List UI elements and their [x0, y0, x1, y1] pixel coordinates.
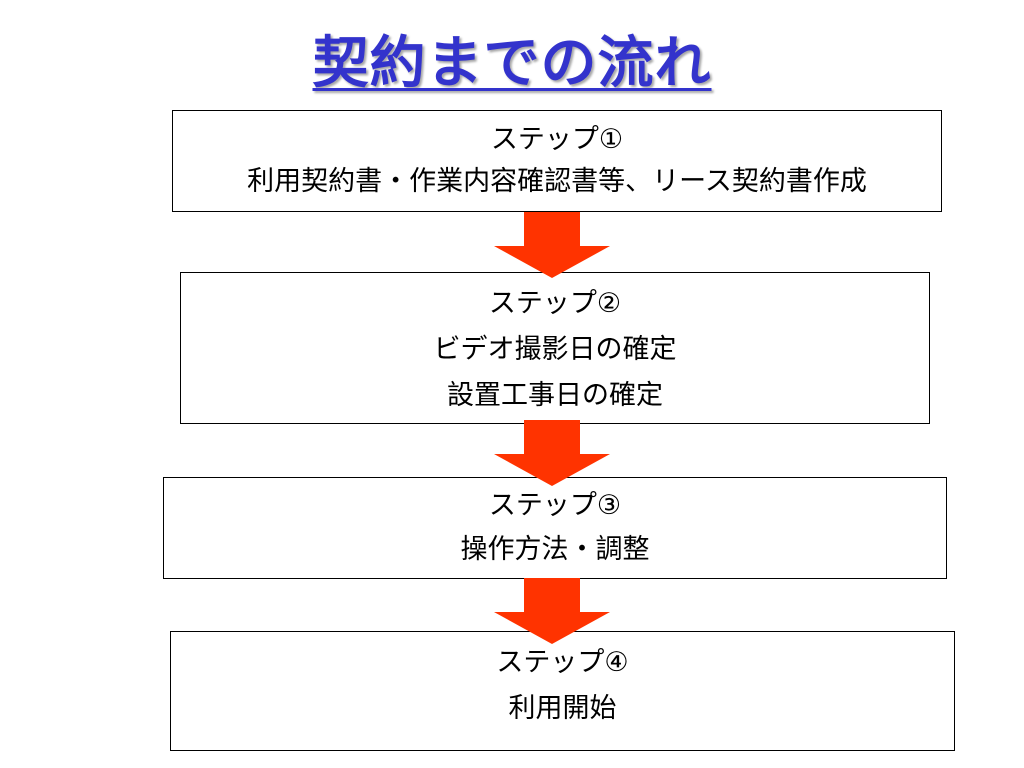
step-4-heading: ステップ④	[496, 647, 629, 678]
step-2-line-1: ビデオ撮影日の確定	[433, 334, 677, 365]
down-arrow-shape	[494, 420, 610, 486]
down-arrow-shape	[494, 212, 610, 278]
step-4-line-1: 利用開始	[508, 693, 617, 724]
down-arrow-shape	[494, 578, 610, 644]
down-arrow-icon	[494, 420, 610, 486]
step-2-heading: ステップ②	[488, 288, 622, 319]
step-2-line-2: 設置工事日の確定	[447, 380, 663, 411]
step-box-1: ステップ① 利用契約書・作業内容確認書等、リース契約書作成	[172, 110, 942, 212]
step-box-4: ステップ④ 利用開始	[170, 631, 955, 751]
step-3-heading: ステップ③	[488, 490, 622, 521]
step-3-line-1: 操作方法・調整	[460, 534, 650, 565]
down-arrow-icon	[494, 212, 610, 278]
step-1-line-1: 利用契約書・作業内容確認書等、リース契約書作成	[247, 166, 867, 197]
page-title: 契約までの流れ	[312, 31, 712, 96]
step-box-2: ステップ② ビデオ撮影日の確定 設置工事日の確定	[180, 272, 930, 424]
step-1-heading: ステップ①	[490, 124, 624, 155]
step-box-3: ステップ③ 操作方法・調整	[163, 477, 947, 579]
down-arrow-icon	[494, 578, 610, 644]
